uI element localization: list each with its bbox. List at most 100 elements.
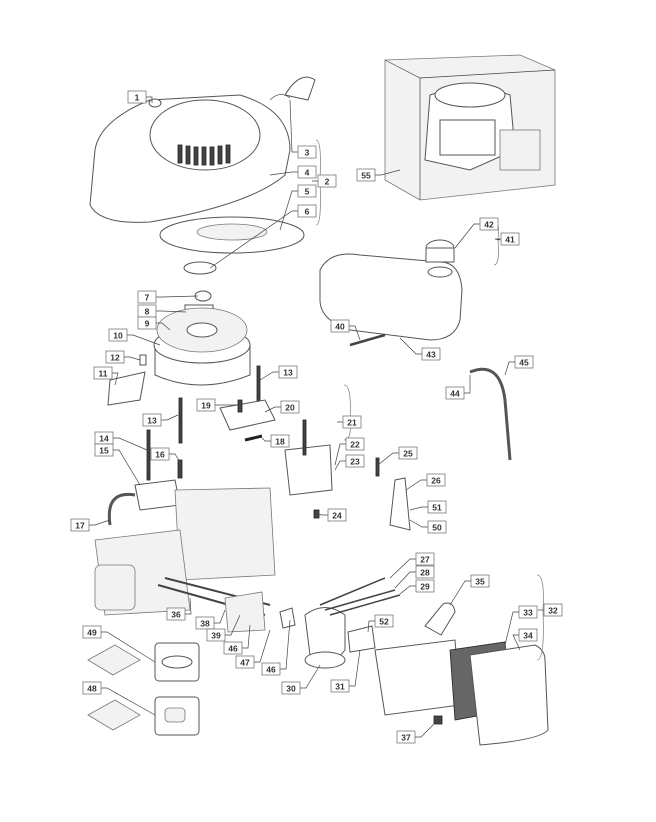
- callout-12: 12: [105, 350, 141, 364]
- callout-label: 7: [145, 293, 150, 303]
- callout-label: 45: [519, 358, 529, 368]
- callout-43: 43: [399, 337, 441, 361]
- callout-box: [297, 204, 317, 218]
- starter-housing-part: [89, 76, 316, 275]
- leader-line: [394, 571, 416, 589]
- callout-45: 45: [504, 355, 534, 376]
- callout-label: 26: [431, 476, 441, 486]
- callout-19: 19: [196, 398, 238, 412]
- callout-label: 14: [99, 434, 109, 444]
- callout-label: 25: [403, 449, 413, 459]
- leader-line: [464, 375, 471, 394]
- leader-line: [334, 443, 346, 466]
- leader-line: [289, 99, 298, 153]
- callout-label: 4: [305, 168, 310, 178]
- callout-label: 47: [240, 658, 250, 668]
- callout-box: [470, 574, 490, 588]
- flywheel-part: [153, 290, 251, 386]
- callout-46: 46: [223, 624, 251, 655]
- governor-control-parts: [284, 419, 411, 531]
- callout-label: 6: [305, 207, 310, 217]
- callout-34: 34: [512, 628, 538, 651]
- callout-35: 35: [449, 574, 490, 606]
- callout-box: [261, 662, 281, 676]
- callout-box: [398, 446, 418, 460]
- callout-box: [297, 184, 317, 198]
- callout-box: [137, 316, 157, 330]
- callout-21: 21: [337, 415, 362, 429]
- leader-line: [101, 687, 156, 716]
- callout-33: 33: [504, 605, 538, 646]
- callout-box: [427, 500, 447, 514]
- callout-31: 31: [330, 649, 361, 693]
- leader-line: [264, 406, 281, 413]
- callout-label: 5: [305, 187, 310, 197]
- callout-label: 12: [110, 353, 120, 363]
- callout-box: [543, 603, 563, 617]
- leader-line: [169, 453, 181, 463]
- callout-label: 33: [523, 608, 533, 618]
- callout-label: 27: [420, 555, 430, 565]
- carburetor-part: [224, 577, 401, 669]
- leader-line: [279, 190, 298, 231]
- leader-line: [209, 210, 298, 269]
- leader-line: [280, 619, 291, 670]
- callout-16: 16: [150, 447, 181, 463]
- callout-box: [514, 355, 534, 369]
- callout-label: 15: [99, 446, 109, 456]
- callout-label: 48: [87, 684, 97, 694]
- callout-box: [142, 413, 162, 427]
- callout-box: [330, 679, 350, 693]
- leader-line: [399, 337, 422, 355]
- callout-label: 20: [285, 403, 295, 413]
- callout-27: 27: [389, 552, 435, 579]
- callout-8: 8: [137, 304, 187, 318]
- fuel-tank-part: [319, 239, 512, 461]
- callout-30: 30: [281, 664, 321, 695]
- callout-15: 15: [94, 443, 141, 486]
- engine-block-part: [94, 487, 276, 616]
- callout-box: [297, 145, 317, 159]
- callout-7: 7: [137, 290, 199, 304]
- air-filter-parts: [374, 602, 549, 746]
- callout-box: [396, 730, 416, 744]
- callout-55: 55: [356, 168, 401, 182]
- leader-line: [334, 460, 346, 471]
- callout-label: 9: [145, 319, 150, 329]
- callout-39: 39: [206, 614, 241, 642]
- callout-box: [108, 328, 128, 342]
- leader-line: [504, 611, 519, 646]
- callout-label: 46: [228, 644, 238, 654]
- leader-line: [300, 664, 321, 689]
- callout-14: 14: [94, 431, 148, 451]
- callout-box: [137, 290, 157, 304]
- callout-box: [281, 681, 301, 695]
- leader-line: [409, 519, 428, 528]
- callout-label: 8: [145, 307, 150, 317]
- callout-box: [150, 447, 170, 461]
- callout-label: 41: [505, 235, 515, 245]
- callout-box: [127, 90, 147, 104]
- callout-label: 35: [475, 577, 485, 587]
- callout-label: 40: [335, 322, 345, 332]
- leader-line: [112, 372, 119, 386]
- callout-box: [345, 437, 365, 451]
- callout-37: 37: [396, 719, 439, 744]
- callout-box: [342, 415, 362, 429]
- leader-line: [259, 371, 279, 381]
- leader-line: [225, 614, 241, 636]
- callout-label: 13: [283, 368, 293, 378]
- callout-3: 3: [289, 99, 317, 159]
- callout-box: [445, 386, 465, 400]
- callout-40: 40: [330, 319, 361, 341]
- callout-label: 18: [275, 437, 285, 447]
- callout-44: 44: [445, 375, 471, 400]
- callout-28: 28: [394, 565, 435, 589]
- callout-label: 10: [113, 331, 123, 341]
- callout-label: 22: [350, 440, 360, 450]
- leader-line: [449, 580, 471, 606]
- leader-line: [156, 322, 171, 331]
- callout-46: 46: [261, 619, 291, 676]
- callout-label: 13: [147, 416, 157, 426]
- callout-box: [70, 518, 90, 532]
